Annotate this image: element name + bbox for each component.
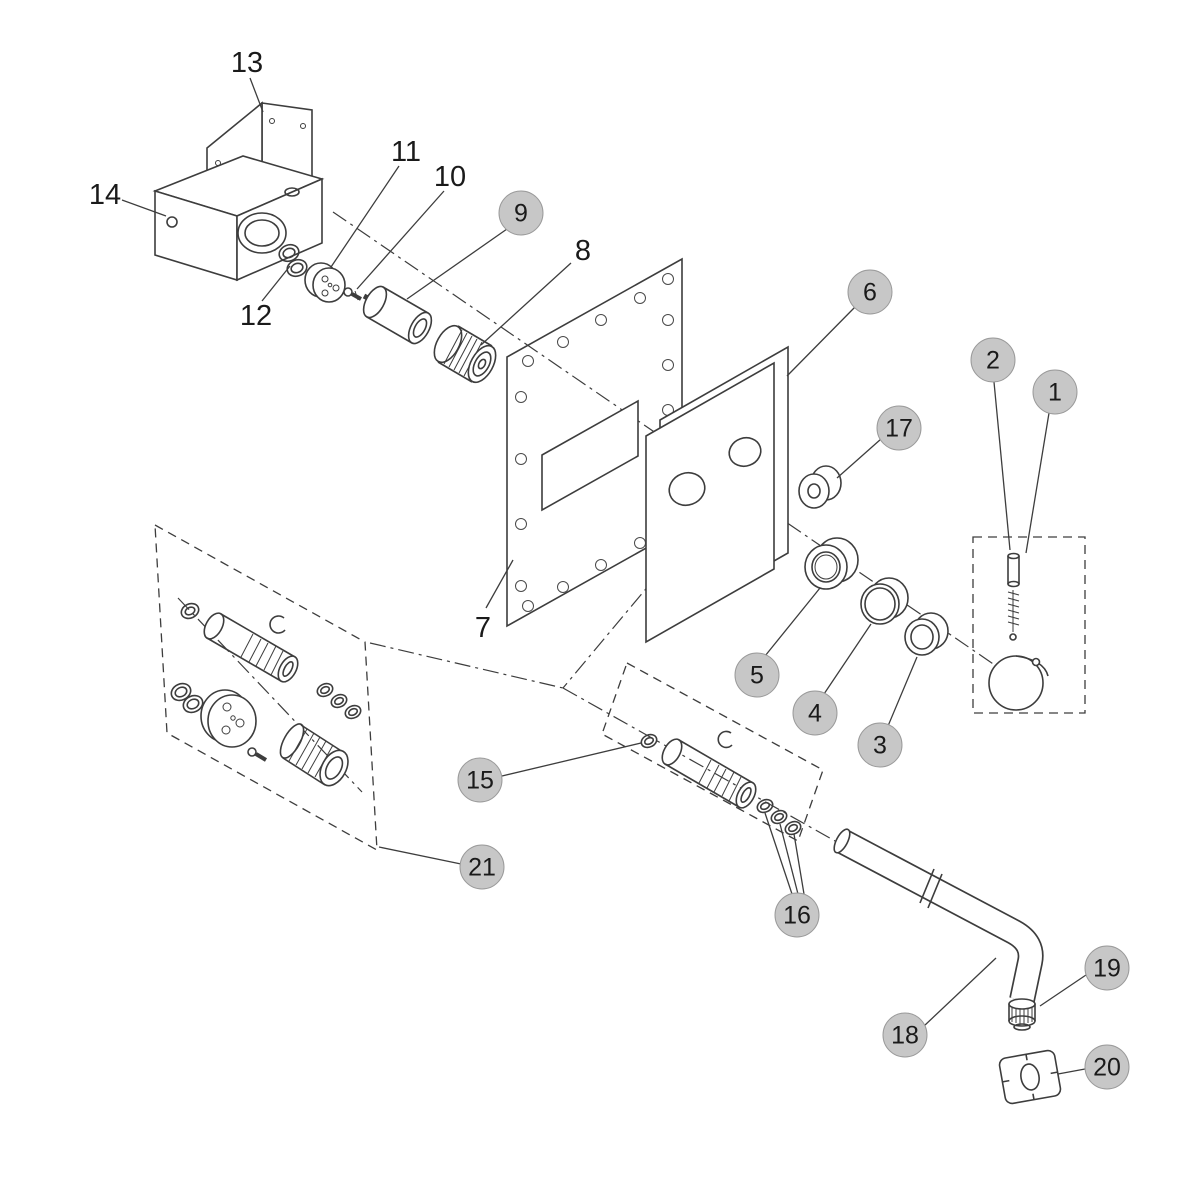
svg-text:2: 2 <box>986 347 1000 375</box>
callout-2-badge <box>970 337 1016 383</box>
callout-1: 1 <box>1032 369 1078 415</box>
callout-9-badge <box>498 190 544 236</box>
spare-parts-kit <box>170 602 362 787</box>
threaded-bushing <box>433 324 497 384</box>
aerator-key <box>998 1049 1062 1105</box>
sleeve-ring-3 <box>904 612 949 656</box>
callout-2: 2 <box>970 337 1016 383</box>
callout-21: 21 <box>459 844 505 890</box>
callout-10: 10 <box>434 161 466 193</box>
fixing-screw <box>343 287 362 301</box>
svg-text:17: 17 <box>885 415 913 443</box>
svg-text:15: 15 <box>466 767 494 795</box>
callout-19: 19 <box>1084 945 1130 991</box>
callout-4: 4 <box>792 690 838 736</box>
callout-17-badge <box>876 405 922 451</box>
svg-text:16: 16 <box>783 902 811 930</box>
escutcheon-plates <box>645 345 789 644</box>
callout-19-badge <box>1084 945 1130 991</box>
callout-5-badge <box>734 652 780 698</box>
washer <box>798 465 842 509</box>
callout-20-badge <box>1084 1044 1130 1090</box>
callout-21-badge <box>459 844 505 890</box>
leader-lines <box>121 77 1087 1075</box>
callout-8: 8 <box>575 235 591 267</box>
callout-16: 16 <box>774 892 820 938</box>
sleeve-ring-5 <box>804 537 859 590</box>
svg-text:9: 9 <box>514 200 528 228</box>
callout-6: 6 <box>847 269 893 315</box>
badge-callouts: 9 6 2 1 17 5 4 3 <box>457 190 1130 1090</box>
svg-text:5: 5 <box>750 662 764 690</box>
centerlines <box>177 211 1006 883</box>
mounting-plate <box>506 257 683 628</box>
cartridge <box>362 285 433 345</box>
o-rings-12 <box>278 243 308 278</box>
svg-text:21: 21 <box>468 854 496 882</box>
valve-body-block <box>152 155 325 282</box>
svg-text:20: 20 <box>1093 1054 1121 1082</box>
handle-box <box>972 536 1086 714</box>
svg-text:1: 1 <box>1048 379 1062 407</box>
callout-1-badge <box>1032 369 1078 415</box>
callout-18: 18 <box>882 1012 928 1058</box>
callout-4-badge <box>792 690 838 736</box>
aerator <box>1008 998 1036 1031</box>
spout-cartridge-box <box>601 662 824 842</box>
svg-text:6: 6 <box>863 279 877 307</box>
callout-20: 20 <box>1084 1044 1130 1090</box>
callout-13: 13 <box>231 47 263 79</box>
callout-15: 15 <box>457 757 503 803</box>
callout-14: 14 <box>89 179 121 211</box>
svg-text:3: 3 <box>873 732 887 760</box>
callout-9: 9 <box>498 190 544 236</box>
svg-text:19: 19 <box>1093 955 1121 983</box>
svg-text:18: 18 <box>891 1022 919 1050</box>
callout-11: 11 <box>391 136 421 168</box>
callout-6-badge <box>847 269 893 315</box>
handle-pin <box>1007 552 1020 588</box>
cartridge-base-disc <box>304 262 346 303</box>
callout-17: 17 <box>876 405 922 451</box>
spout-cartridge-assembly <box>640 730 802 836</box>
spare-kit-box <box>154 523 378 852</box>
svg-text:4: 4 <box>808 700 822 728</box>
callout-15-badge <box>457 757 503 803</box>
callout-18-badge <box>882 1012 928 1058</box>
spout <box>833 828 1044 1003</box>
callout-3: 3 <box>857 722 903 768</box>
callout-16-badge <box>774 892 820 938</box>
callout-7: 7 <box>475 612 491 644</box>
plain-callouts: 13 14 12 11 10 8 7 <box>89 47 591 644</box>
callout-12: 12 <box>240 300 272 332</box>
callout-3-badge <box>857 722 903 768</box>
sleeve-ring-4 <box>860 577 909 625</box>
handle-knob <box>988 655 1049 711</box>
o-rings-16 <box>756 798 802 836</box>
handle-screw <box>1007 590 1020 641</box>
callout-5: 5 <box>734 652 780 698</box>
